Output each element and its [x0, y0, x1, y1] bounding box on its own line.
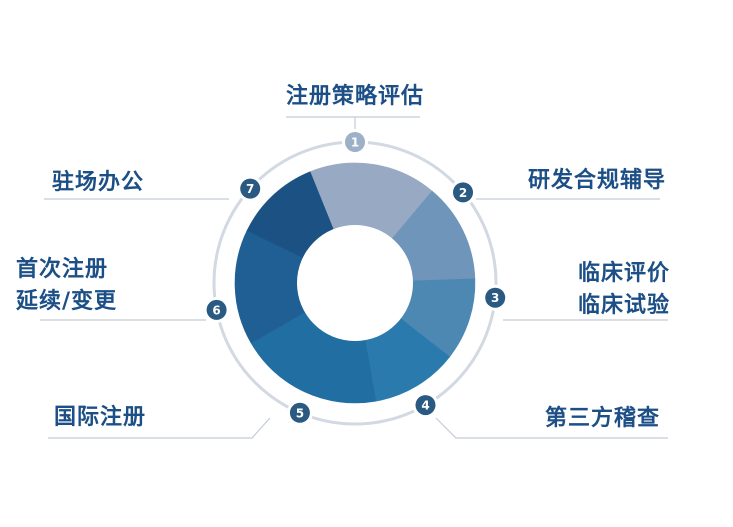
step-label-5: 国际注册	[54, 403, 204, 433]
badge-number: 5	[296, 406, 304, 420]
step-label-line: 驻场办公	[52, 170, 145, 195]
badge-circle	[485, 287, 506, 308]
step-label-1: 注册策略评估	[250, 82, 460, 112]
badge-number: 1	[351, 136, 359, 150]
step-badge-4: 4	[412, 392, 439, 419]
step-label-line: 国际注册	[54, 405, 147, 430]
badge-number: 7	[246, 182, 254, 196]
step-label-7: 驻场办公	[52, 168, 202, 198]
badge-circle	[453, 182, 474, 203]
badge-circle	[289, 402, 310, 423]
step-label-line: 注册策略评估	[285, 84, 424, 109]
badge-circle	[240, 178, 261, 199]
step-badge-6: 6	[203, 296, 230, 323]
step-label-2: 研发合规辅导	[460, 166, 666, 196]
step-badge-5: 5	[286, 399, 313, 426]
leader-line-5	[48, 417, 271, 439]
leader-lines	[40, 116, 668, 439]
badge-number: 3	[491, 291, 499, 305]
inner-hole	[297, 225, 413, 341]
step-badge-1: 1	[342, 129, 368, 155]
step-label-4: 第三方稽查	[480, 404, 660, 434]
badge-circle	[206, 299, 227, 320]
leader-line-4	[435, 417, 668, 439]
step-label-line: 延续/变更	[16, 289, 118, 314]
badge-number: 6	[212, 303, 220, 317]
badge-circle	[345, 132, 365, 152]
step-badge-2: 2	[450, 179, 477, 206]
badge-number: 4	[421, 399, 429, 413]
step-badge-7: 7	[237, 175, 264, 202]
step-label-3: 临床评价临床试验	[520, 258, 670, 322]
step-label-line: 研发合规辅导	[527, 168, 666, 193]
step-label-line: 临床试验	[577, 293, 670, 318]
step-label-6: 首次注册延续/变更	[16, 254, 166, 318]
step-label-line: 首次注册	[16, 257, 109, 282]
badge-number: 2	[459, 186, 467, 200]
step-badges: 1 2 3 4 5 6 7	[203, 129, 509, 426]
step-label-line: 第三方稽查	[544, 406, 660, 431]
step-badge-3: 3	[482, 284, 509, 311]
badge-circle	[415, 395, 436, 416]
ring-segments	[234, 162, 476, 404]
step-label-line: 临床评价	[577, 261, 670, 286]
